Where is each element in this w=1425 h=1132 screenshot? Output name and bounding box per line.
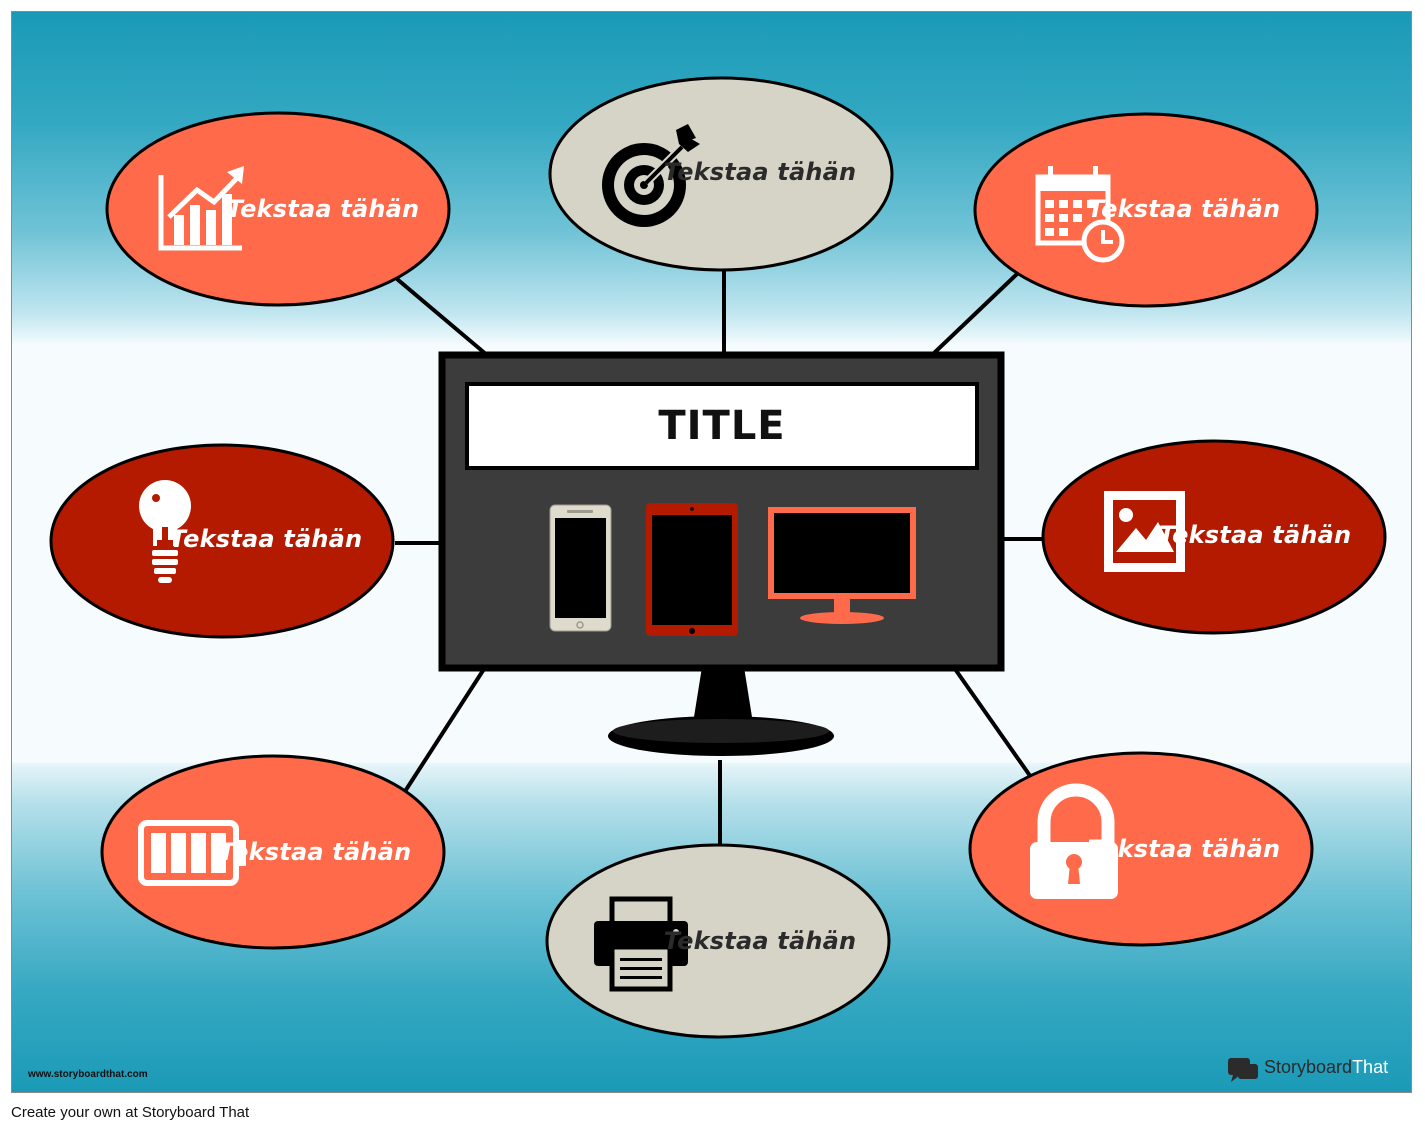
title-box — [465, 382, 979, 470]
bubble-label-top-right[interactable]: Tekstaa tähän — [1087, 195, 1281, 223]
target-icon — [602, 124, 700, 227]
brand-logo: StoryboardThat — [1228, 1057, 1388, 1078]
bubble-label-top-center[interactable]: Tekstaa tähän — [663, 158, 857, 186]
lightbulb-icon — [139, 480, 191, 583]
bubble-label-bottom-left[interactable]: Tekstaa tähän — [218, 838, 412, 866]
battery-icon — [138, 820, 246, 886]
page-title[interactable]: TITLE — [658, 403, 786, 449]
desktop-monitor-icon — [768, 507, 916, 624]
growth-chart-icon — [158, 166, 244, 251]
connector-top-left — [395, 277, 489, 357]
bubble-mid-left — [49, 443, 395, 639]
infographic-canvas: TITLE Tekstaa tähän Tekstaa tähän Teksta… — [11, 11, 1412, 1093]
bubble-top-left — [105, 111, 451, 307]
image-icon — [1104, 491, 1185, 572]
connectors — [395, 270, 1045, 858]
smartphone-icon — [549, 504, 612, 632]
calendar-clock-icon — [1035, 166, 1125, 263]
monitor-neck — [694, 667, 752, 717]
storyboardthat-logo-icon — [1228, 1058, 1258, 1082]
connector-bottom-right — [953, 667, 1035, 782]
footer-caption[interactable]: Create your own at Storyboard That — [11, 1104, 250, 1121]
site-url: www.storyboardthat.com — [28, 1069, 148, 1080]
bubble-label-top-left[interactable]: Tekstaa tähän — [226, 195, 420, 223]
bubble-label-mid-right[interactable]: Tekstaa tähän — [1158, 521, 1352, 549]
padlock-icon — [1030, 783, 1118, 899]
brand-name-part1: Storyboard — [1264, 1057, 1353, 1077]
bubble-label-bottom-right[interactable]: Tekstaa tähän — [1087, 835, 1281, 863]
connector-top-right — [930, 272, 1019, 357]
bubble-label-mid-left[interactable]: Tekstaa tähän — [169, 525, 363, 553]
bubble-label-bottom-center[interactable]: Tekstaa tähän — [663, 927, 857, 955]
bubble-top-right — [973, 112, 1319, 308]
tablet-icon — [646, 503, 738, 636]
bubble-mid-right — [1041, 439, 1387, 635]
printer-icon — [594, 896, 688, 992]
diagram-svg — [49, 76, 1387, 1082]
brand-name-part2: That — [1352, 1057, 1389, 1077]
bubble-bottom-left — [100, 754, 446, 950]
connector-bottom-left — [400, 667, 486, 798]
